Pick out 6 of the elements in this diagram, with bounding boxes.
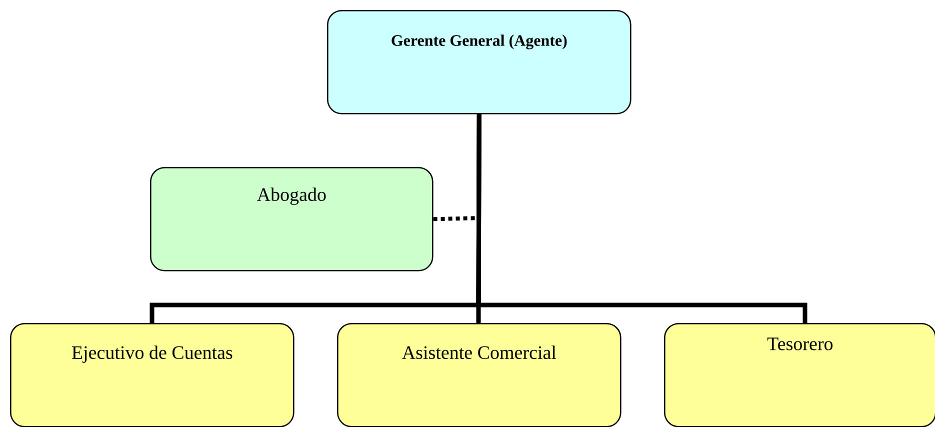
org-box: Gerente General (Agente) [327,10,632,114]
org-box: Ejecutivo de Cuentas [10,323,294,427]
connector-line [476,114,808,323]
org-box: Asistente Comercial [337,323,622,427]
org-box: Tesorero [664,323,935,427]
org-box: Abogado [150,166,434,272]
